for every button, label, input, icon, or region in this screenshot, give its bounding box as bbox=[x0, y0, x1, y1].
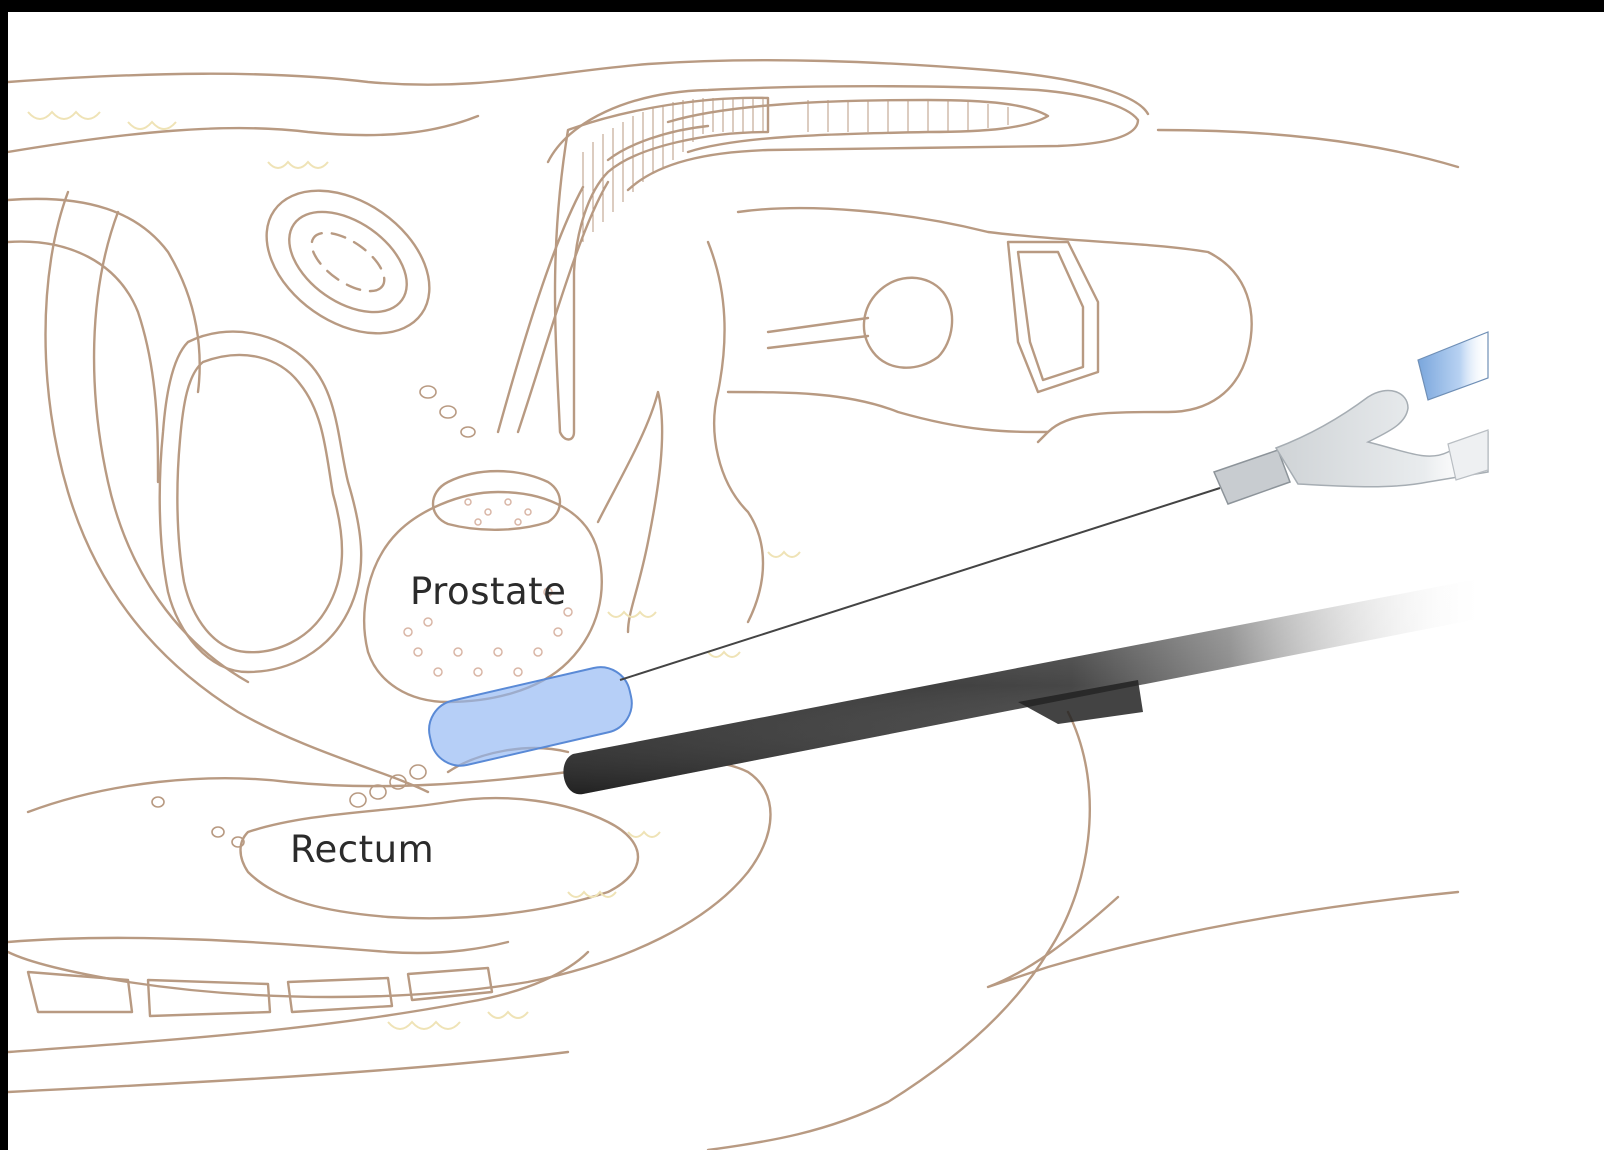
urethra-path-a bbox=[518, 182, 608, 432]
coccyx-segment-2 bbox=[148, 980, 270, 1016]
syringe-icon bbox=[1214, 332, 1488, 504]
anatomy-outlines bbox=[8, 60, 1458, 1150]
peritoneum-line bbox=[8, 199, 200, 392]
spongiosum-body bbox=[555, 98, 768, 440]
pelvic-wall-inner bbox=[94, 212, 248, 682]
abdominal-wall-layer bbox=[8, 116, 478, 152]
peritoneum-inner bbox=[8, 242, 158, 482]
prostate-label: Prostate bbox=[410, 570, 566, 613]
scrotal-layer bbox=[1008, 242, 1098, 392]
spermatic-cord bbox=[768, 318, 868, 348]
rectum-label: Rectum bbox=[290, 828, 434, 871]
coccyx-segment-1 bbox=[28, 972, 132, 1012]
bulbospongiosus bbox=[708, 242, 763, 622]
pelvic-sagittal-drawing bbox=[8, 12, 1604, 1150]
pubic-bone bbox=[240, 161, 456, 363]
spongiosum-hatching bbox=[583, 98, 1008, 242]
skin-contour-perineum bbox=[708, 712, 1090, 1150]
bulbar-urethra bbox=[598, 392, 662, 632]
pelvic-wall-outer bbox=[46, 192, 429, 792]
ultrasound-probe-icon bbox=[563, 577, 1488, 794]
perineal-membrane bbox=[728, 392, 1048, 432]
sacrum-top bbox=[8, 938, 508, 953]
skin-contour-upper bbox=[1158, 130, 1458, 167]
anatomy-illustration: Prostate Rectum bbox=[8, 12, 1604, 1150]
skin-contour-thigh bbox=[988, 892, 1458, 987]
gluteal-line bbox=[8, 1052, 568, 1092]
pubic-bone-core bbox=[302, 222, 394, 303]
testis bbox=[864, 278, 952, 368]
posterior-body-line bbox=[8, 952, 588, 1052]
corpus-cavernosum bbox=[668, 100, 1048, 152]
bladder-inner-wall bbox=[177, 355, 342, 652]
pubic-bone-inner bbox=[271, 191, 425, 332]
rectal-wall bbox=[8, 760, 771, 997]
urethra-path-b bbox=[498, 187, 583, 432]
scrotal-layer-inner bbox=[1018, 252, 1083, 380]
coccyx-segment-3 bbox=[288, 978, 392, 1012]
